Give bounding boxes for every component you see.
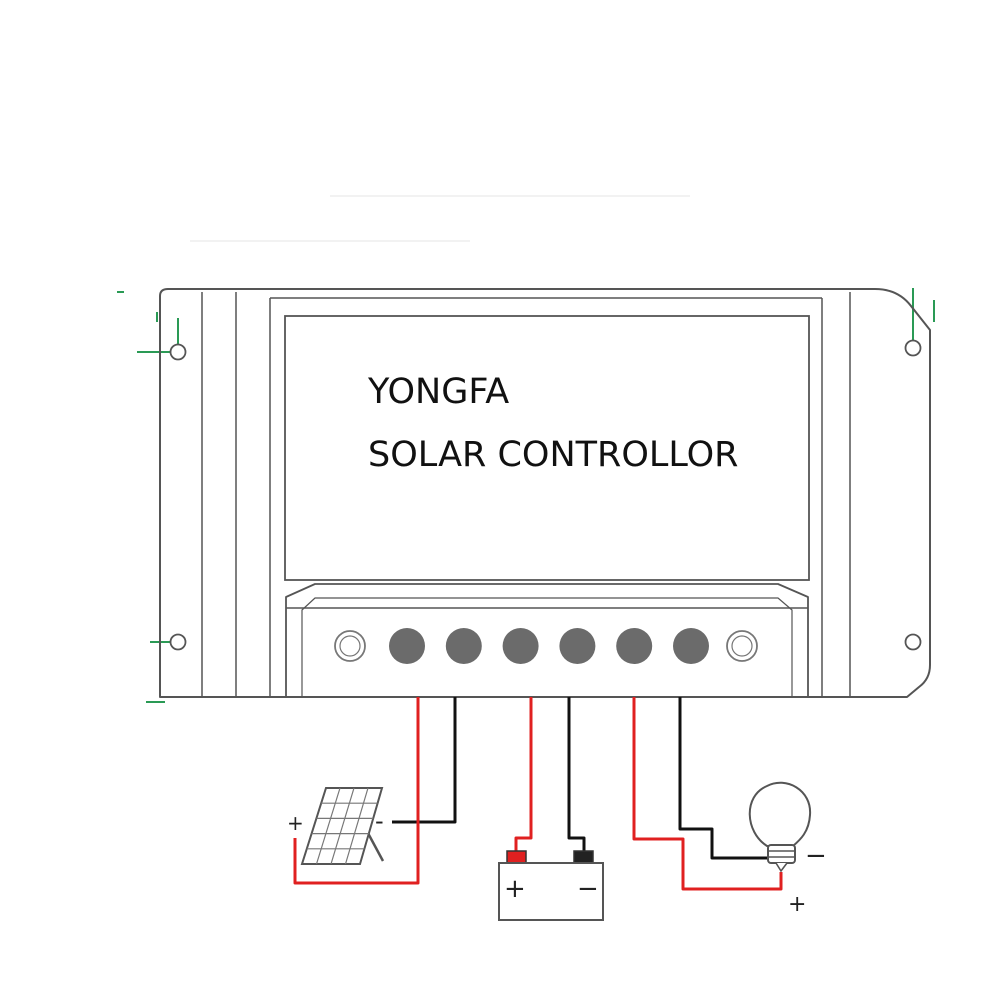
solar-positive-sign: + <box>287 811 304 835</box>
controller-housing <box>159 288 931 698</box>
terminal-screw-1 <box>389 628 425 664</box>
battery-negative-wire <box>567 697 586 853</box>
terminal-screw-5 <box>616 628 653 664</box>
mounting-hole-top-left <box>169 343 187 361</box>
background-lines <box>190 195 690 242</box>
terminal-screw-2 <box>445 628 482 664</box>
device-product: SOLAR CONTROLLOR <box>368 435 739 475</box>
load-positive-wire <box>632 697 783 891</box>
solar-negative-sign: - <box>375 807 384 835</box>
battery-positive-wire <box>514 697 533 853</box>
end-screw-right <box>726 630 758 662</box>
lamp-bulb <box>748 781 812 847</box>
lamp-base <box>767 844 796 864</box>
solar-panel-cells <box>306 787 378 865</box>
battery-negative-sign: − <box>577 874 599 904</box>
mounting-hole-bottom-right <box>904 633 922 651</box>
load-negative-wire <box>678 697 773 860</box>
dimension-marks <box>117 288 935 703</box>
mounting-holes <box>169 339 922 651</box>
lamp-positive-sign: + <box>788 892 806 917</box>
device-brand: YONGFA <box>367 372 509 412</box>
terminal-screw-6 <box>673 628 709 664</box>
terminal-block <box>285 583 809 697</box>
terminal-screw-3 <box>502 628 539 664</box>
mounting-hole-bottom-left <box>169 633 187 651</box>
mounting-hole-top-right <box>904 339 922 357</box>
positive-wires <box>293 697 783 891</box>
end-screw-left <box>334 630 366 662</box>
battery <box>498 850 604 921</box>
label-panel <box>284 315 810 581</box>
battery-positive-sign: + <box>504 874 526 904</box>
negative-wires <box>392 697 773 860</box>
terminal-end-screws <box>334 630 758 662</box>
solar-negative-wire <box>392 697 457 824</box>
solar-cell-column-line <box>315 787 341 865</box>
solar-cell-column-line <box>330 787 355 865</box>
lamp-negative-sign: − <box>805 841 827 871</box>
solar-positive-wire <box>293 697 420 885</box>
solar-cell-column-line <box>344 787 369 865</box>
battery-body <box>498 862 604 921</box>
solar-panel <box>300 787 385 865</box>
lamp <box>748 781 812 873</box>
terminal-screws <box>389 628 709 664</box>
terminal-screw-4 <box>559 628 596 664</box>
